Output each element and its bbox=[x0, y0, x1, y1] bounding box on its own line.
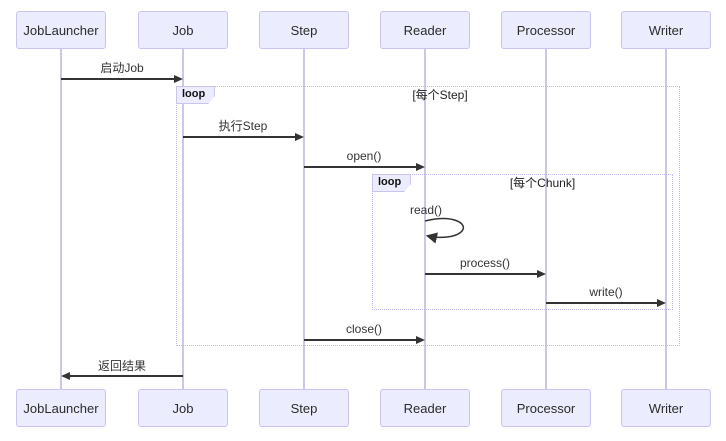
actor-label: Processor bbox=[516, 400, 576, 416]
actor-top-job: Job bbox=[138, 11, 228, 49]
actor-bottom-job: Job bbox=[138, 389, 228, 427]
actor-bottom-writer: Writer bbox=[621, 389, 711, 427]
lifeline-reader bbox=[424, 49, 426, 389]
actor-label: Job bbox=[172, 400, 194, 416]
arrowhead-icon bbox=[416, 163, 425, 171]
actor-bottom-step: Step bbox=[259, 389, 349, 427]
message-line bbox=[304, 166, 416, 168]
loop-operator-label: loop bbox=[176, 86, 216, 104]
actor-label: Job bbox=[172, 22, 194, 38]
message-line bbox=[183, 136, 295, 138]
message-label-return-result: 返回结果 bbox=[97, 359, 146, 373]
message-label-start-job: 启动Job bbox=[100, 61, 144, 75]
arrowhead-icon bbox=[537, 270, 546, 278]
loop-operator-label: loop bbox=[372, 174, 412, 192]
message-label-execute-step: 执行Step bbox=[218, 119, 268, 133]
message-label-close: close() bbox=[345, 322, 382, 336]
message-label-read: read() bbox=[409, 203, 442, 217]
lifeline-job bbox=[182, 49, 184, 389]
actor-bottom-processor: Processor bbox=[501, 389, 591, 427]
actor-top-joblauncher: JobLauncher bbox=[16, 11, 106, 49]
arrowhead-icon bbox=[416, 336, 425, 344]
actor-label: Reader bbox=[403, 22, 447, 38]
self-message-loop-icon bbox=[424, 217, 465, 244]
arrowhead-icon bbox=[174, 75, 183, 83]
message-label-write: write() bbox=[589, 285, 623, 299]
actor-label: Processor bbox=[516, 22, 576, 38]
loop-fragment-step bbox=[176, 86, 680, 346]
message-line bbox=[70, 375, 183, 377]
message-line bbox=[304, 339, 416, 341]
actor-top-writer: Writer bbox=[621, 11, 711, 49]
actor-top-processor: Processor bbox=[501, 11, 591, 49]
actor-label: JobLauncher bbox=[23, 400, 99, 416]
arrowhead-icon bbox=[61, 372, 70, 380]
actor-label: Step bbox=[290, 22, 318, 38]
actor-label: Reader bbox=[403, 400, 447, 416]
loop-condition-label: [每个Chunk] bbox=[509, 176, 576, 190]
arrowhead-icon bbox=[657, 299, 666, 307]
message-line bbox=[546, 302, 657, 304]
actor-bottom-joblauncher: JobLauncher bbox=[16, 389, 106, 427]
message-line bbox=[425, 273, 537, 275]
arrowhead-icon bbox=[295, 133, 304, 141]
message-label-process: process() bbox=[459, 256, 510, 270]
actor-label: Step bbox=[290, 400, 318, 416]
loop-fragment-chunk bbox=[372, 174, 673, 310]
actor-top-reader: Reader bbox=[380, 11, 470, 49]
message-label-open: open() bbox=[346, 149, 382, 163]
actor-top-step: Step bbox=[259, 11, 349, 49]
actor-bottom-reader: Reader bbox=[380, 389, 470, 427]
lifeline-writer bbox=[665, 49, 667, 389]
message-line bbox=[61, 78, 174, 80]
actor-label: Writer bbox=[648, 400, 684, 416]
lifeline-joblauncher bbox=[60, 49, 62, 389]
loop-condition-label: [每个Step] bbox=[412, 88, 468, 102]
lifeline-processor bbox=[545, 49, 547, 389]
actor-label: Writer bbox=[648, 22, 684, 38]
actor-label: JobLauncher bbox=[23, 22, 99, 38]
lifeline-step bbox=[303, 49, 305, 389]
